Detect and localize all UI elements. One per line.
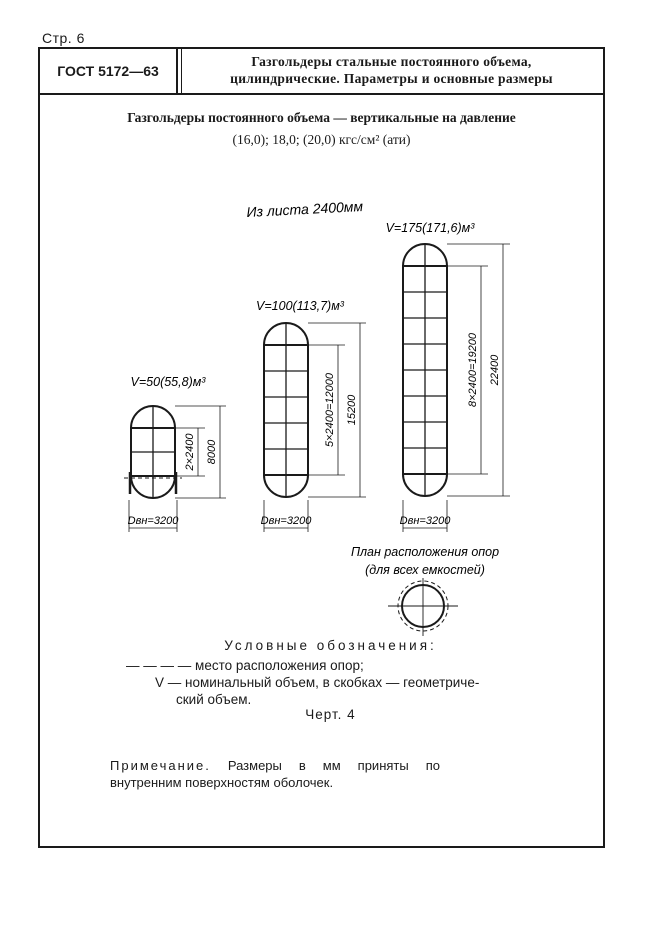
sheet-label: Из листа 2400мм xyxy=(246,198,364,220)
vessel-small-section-dim: 2×2400 xyxy=(184,433,196,472)
vessel-small-height-dim: 8000 xyxy=(206,439,218,464)
standard-title-line1: Газгольдеры стальные постоянного объема, xyxy=(251,54,532,69)
vessel-medium-height-dim: 15200 xyxy=(346,394,358,425)
footnote-text: Размеры в мм приняты по внутренним повер… xyxy=(110,758,440,790)
vessel-large-volume: V=175(171,6)м³ xyxy=(386,221,476,235)
document-frame: ГОСТ 5172—63 Газгольдеры стальные постоя… xyxy=(38,47,605,848)
legend-item-volume: V — номинальный объем, в скобках — геоме… xyxy=(155,675,490,690)
header-divider xyxy=(176,49,178,93)
subtitle-line2-text: (16,0); 18,0; (20,0) кгс/см² (ати) xyxy=(232,132,411,147)
header-block: ГОСТ 5172—63 Газгольдеры стальные постоя… xyxy=(40,49,603,95)
plan-title-line1: План расположения опор xyxy=(351,545,499,559)
figure-caption: Черт. 4 xyxy=(305,707,356,722)
footnote: Примечание. Размеры в мм приняты по внут… xyxy=(110,757,440,791)
legend-volume-symbol: V — xyxy=(155,675,182,690)
vessel-medium-volume: V=100(113,7)м³ xyxy=(256,299,345,313)
plan-title-line2: (для всех емкостей) xyxy=(365,563,485,577)
vessel-large-section-dim: 8×2400=19200 xyxy=(467,332,479,407)
vessel-medium: V=100(113,7)м³ 5×2400=12000 15200 Dвн=32… xyxy=(256,299,366,532)
legend-volume-text: номинальный объем, в скобках — геометрич… xyxy=(185,675,480,690)
page-number: Стр. 6 xyxy=(42,30,85,46)
vessel-large: V=175(171,6)м³ 8×2400=19200 22400 Dвн=32… xyxy=(386,221,510,532)
support-plan: План расположения опор (для всех емкосте… xyxy=(351,545,499,636)
subtitle-line1: Газгольдеры постоянного объема — вертика… xyxy=(127,110,516,125)
standard-code: ГОСТ 5172—63 xyxy=(57,63,159,79)
vessel-small-diameter: Dвн=3200 xyxy=(128,515,180,527)
legend-title: Условные обозначения: xyxy=(224,638,437,653)
footnote-label: Примечание. xyxy=(110,758,211,773)
standard-title: Газгольдеры стальные постоянного объема,… xyxy=(184,53,599,87)
vessel-small-bottom-dome xyxy=(130,475,176,499)
vessel-small: V=50(55,8)м³ 2×2400 8000 Dвн=3200 xyxy=(124,375,226,532)
header-divider-thin xyxy=(181,49,182,93)
vessel-medium-section-dim: 5×2400=12000 xyxy=(324,372,336,447)
legend-supports-text: место расположения опор; xyxy=(195,658,364,673)
vessel-medium-diameter: Dвн=3200 xyxy=(261,515,313,527)
vessel-small-top-dome xyxy=(130,405,176,429)
legend-item-volume-cont: ский объем. xyxy=(176,692,251,707)
legend-volume-text-cont: ский объем. xyxy=(176,692,252,707)
legend-dashed-symbol: — — — — xyxy=(126,658,192,673)
subtitle-line2: (16,0); 18,0; (20,0) кгс/см² (ати) xyxy=(40,129,603,151)
standard-title-line2: цилиндрические. Параметры и основные раз… xyxy=(230,71,553,86)
vessel-small-volume: V=50(55,8)м³ xyxy=(131,375,207,389)
legend-item-supports: — — — — место расположения опор; xyxy=(126,658,364,673)
vessel-large-height-dim: 22400 xyxy=(489,354,501,386)
vessel-large-diameter: Dвн=3200 xyxy=(400,515,452,527)
